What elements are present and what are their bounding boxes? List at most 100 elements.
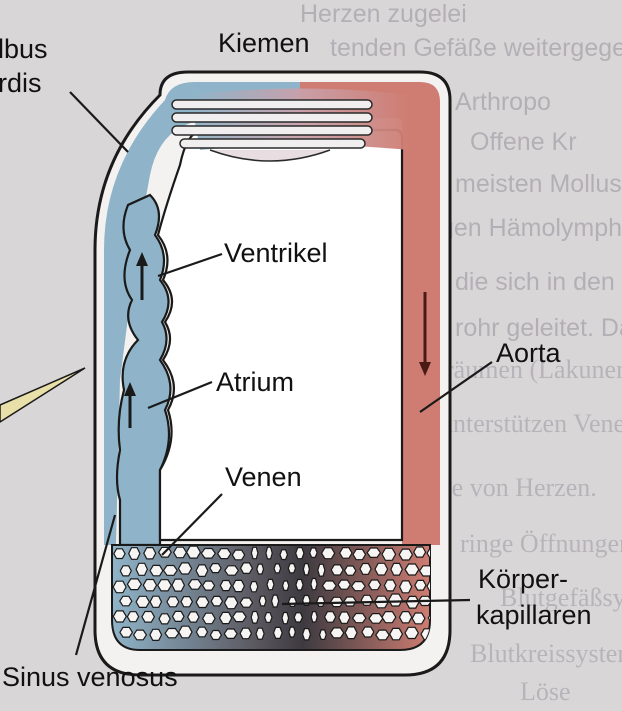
capillary-cell xyxy=(352,548,367,561)
svg-text:Blutkreissystem vergl: Blutkreissystem vergl xyxy=(470,639,622,668)
capillary-cell xyxy=(158,613,171,625)
koerper-leader-line xyxy=(281,598,471,606)
capillary-cell xyxy=(149,595,163,608)
label-koerper-line1: Körper- xyxy=(478,564,568,594)
capillary-cell xyxy=(126,611,140,623)
capillary-cell xyxy=(224,565,240,576)
capillary-cell xyxy=(187,579,203,590)
capillary-cell xyxy=(112,610,127,623)
capillary-cell xyxy=(142,578,158,592)
capillary-cell xyxy=(223,628,238,640)
capillary-cell xyxy=(383,579,397,592)
svg-text:räumen (Lakunen): räumen (Lakunen) xyxy=(445,355,622,384)
capillary-cell xyxy=(223,596,239,610)
external-pointer xyxy=(0,367,86,423)
capillary-cell xyxy=(404,563,420,576)
capillary-cell xyxy=(343,565,357,576)
capillary-cell xyxy=(162,564,178,576)
capillary-cell xyxy=(187,611,200,623)
bulbus-leader-line xyxy=(69,91,129,153)
capillary-cell xyxy=(302,562,311,576)
capillary-cell xyxy=(231,611,247,623)
capillary-cell xyxy=(258,595,267,607)
capillary-cell xyxy=(171,578,186,592)
capillary-cell xyxy=(173,546,188,559)
capillary-cell xyxy=(418,565,430,577)
capillary-cell xyxy=(149,628,163,642)
capillary-cell xyxy=(135,595,151,609)
svg-text:rohr geleitet. Dabei sam: rohr geleitet. Dabei sam xyxy=(455,314,622,342)
capillary-cell xyxy=(178,625,193,639)
capillary-cell xyxy=(293,612,304,623)
atrium-flow-arrow-icon xyxy=(124,382,136,428)
capillary-cell xyxy=(195,626,209,638)
capillary-cell xyxy=(360,594,374,606)
capillary-cell xyxy=(414,579,427,591)
ventricle-flow-arrow-icon xyxy=(136,252,148,300)
capillary-cell xyxy=(310,611,318,623)
capillary-cell xyxy=(295,547,305,560)
capillary-cell xyxy=(351,612,367,624)
capillary-cell xyxy=(119,626,134,638)
capillary-cell xyxy=(367,579,382,591)
gill-lamellae xyxy=(171,88,410,162)
capillary-cell xyxy=(112,580,127,594)
capillary-cell xyxy=(156,579,173,592)
label-ventrikel: Ventrikel xyxy=(224,238,328,268)
ventrikel-leader-line xyxy=(157,252,223,278)
capillary-cell xyxy=(266,578,275,591)
capillary-cell xyxy=(250,610,260,624)
svg-text:tenden Gefäße weitergegeb: tenden Gefäße weitergegeb xyxy=(330,34,622,62)
capillary-cell xyxy=(398,580,413,594)
capillary-cell xyxy=(180,595,194,608)
capillary-cell xyxy=(177,562,193,575)
capillary-cell xyxy=(350,580,366,592)
label-bulbus-line2: rdis xyxy=(0,68,42,98)
capillary-cell xyxy=(149,564,164,577)
capillary-cell xyxy=(209,562,222,574)
label-venen: Venen xyxy=(225,462,302,492)
svg-text:unterstützen Veneng: unterstützen Veneng xyxy=(440,409,622,438)
svg-text:die sich in den Interstitialrä: die sich in den Interstitialräum xyxy=(455,268,622,296)
capillary-cell xyxy=(411,612,426,625)
capillary-cell xyxy=(288,626,296,638)
capillary-cell xyxy=(301,627,312,641)
leader-lines xyxy=(69,91,493,656)
svg-text:gen Hämolymphe: gen Hämolymphe xyxy=(440,214,622,242)
capillary-cell xyxy=(295,578,304,591)
svg-text:Löse: Löse xyxy=(520,677,571,706)
capillary-cell xyxy=(200,547,217,559)
capillary-cell xyxy=(329,627,345,639)
capillary-cell xyxy=(239,627,253,640)
capillary-cell xyxy=(287,562,297,574)
svg-text:Blutgefäßsystem: Blutgefäßsystem xyxy=(500,583,622,612)
capillary-cell xyxy=(119,565,132,577)
capillary-cell xyxy=(287,596,297,608)
capillary-cell xyxy=(239,597,254,608)
capillary-cell xyxy=(338,611,351,624)
capillary-cell xyxy=(279,549,289,561)
capillary-cell xyxy=(330,564,344,576)
sinus-leader-line xyxy=(74,514,117,656)
flow-arrows xyxy=(124,252,431,428)
svg-text:Arthropo: Arthropo xyxy=(455,88,551,116)
svg-text:rhe von Herzen.: rhe von Herzen. xyxy=(430,473,597,502)
label-atrium: Atrium xyxy=(216,367,294,397)
capillary-cell xyxy=(164,627,180,639)
capillary-cell xyxy=(375,629,390,641)
capillary-cell xyxy=(143,546,157,560)
svg-text:Herzen zugelei: Herzen zugelei xyxy=(300,0,467,28)
capillary-cell xyxy=(265,546,273,560)
capillary-cell xyxy=(404,626,420,640)
capillary-cell xyxy=(309,547,318,558)
capillary-cell xyxy=(135,562,149,576)
capillary-cell xyxy=(239,562,254,575)
capillary-cell xyxy=(388,593,403,607)
label-koerper-line2: kapillaren xyxy=(476,600,592,630)
capillary-cell xyxy=(232,579,246,593)
capillary-cell xyxy=(171,610,185,623)
capillary-cell xyxy=(321,580,337,591)
background-page-text: Herzen zugelei tenden Gefäße weitergegeb… xyxy=(300,0,622,706)
